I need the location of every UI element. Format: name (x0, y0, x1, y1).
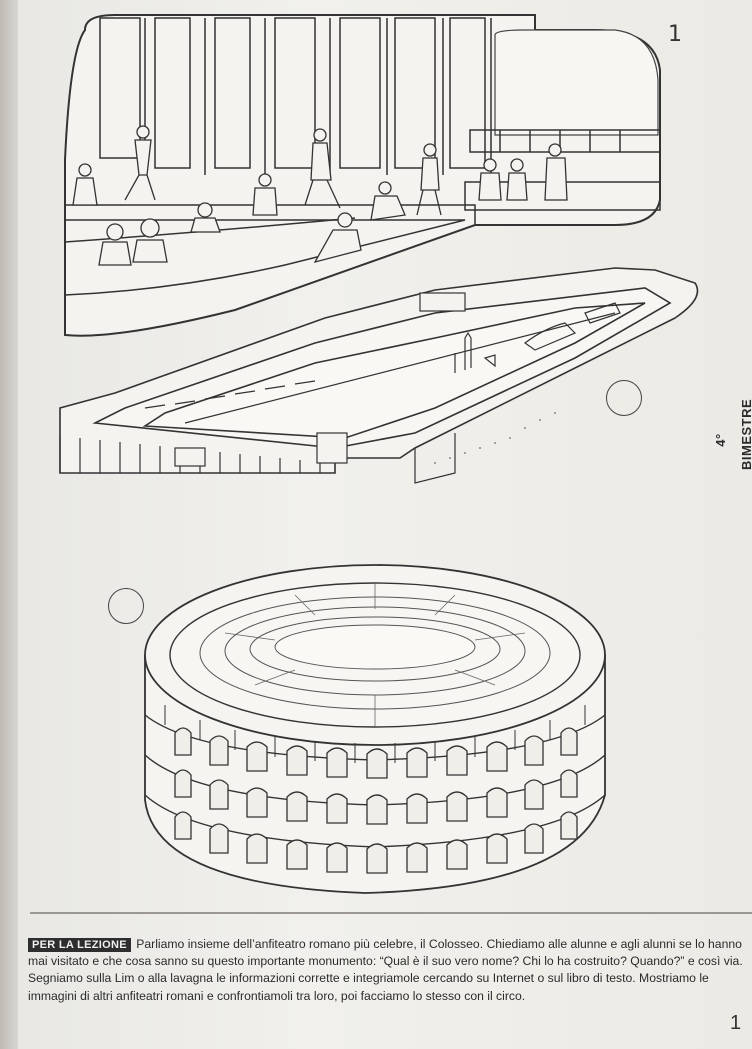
lesson-label: PER LA LEZIONE (28, 938, 131, 952)
section-divider (30, 912, 752, 914)
page-number-top: 1 (668, 22, 682, 47)
lesson-body: Parliamo insieme dell’anfiteatro romano … (28, 937, 743, 1003)
page-number-bottom: 1 (730, 1012, 742, 1034)
answer-circle-colosseum[interactable] (108, 588, 144, 624)
colosseum-icon (144, 564, 606, 894)
lesson-paragraph: PER LA LEZIONE Parliamo insieme dell’anf… (28, 936, 750, 1005)
circus-maximus-icon (59, 267, 699, 484)
bimester-badge: 4° BIMESTRE (713, 398, 752, 470)
bath-scene-icon (64, 14, 661, 337)
page-gutter-shadow (0, 0, 18, 1049)
answer-circle-circus[interactable] (606, 380, 642, 416)
